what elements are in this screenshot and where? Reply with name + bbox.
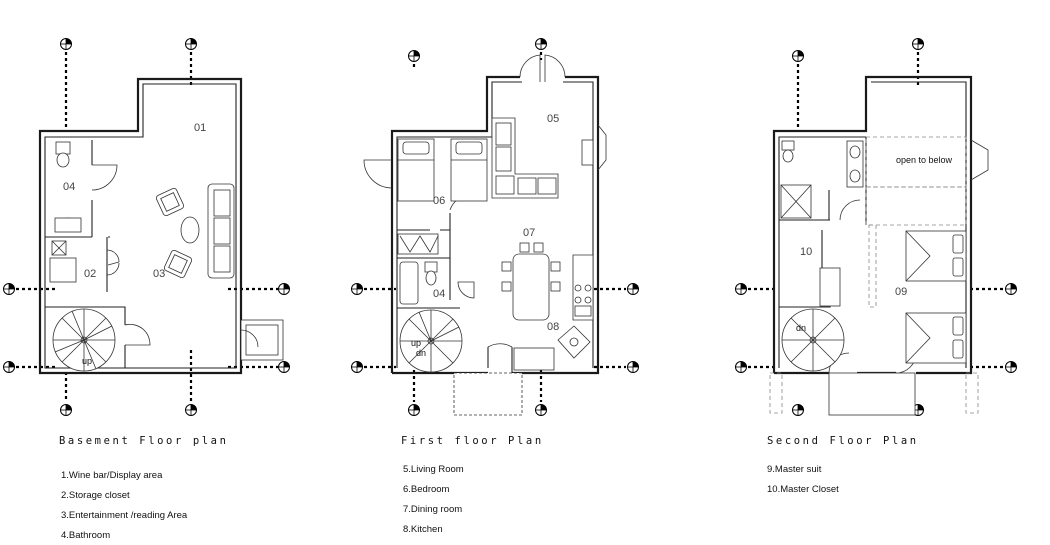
room-number: 07 xyxy=(523,227,535,239)
legend-item: 8.Kitchen xyxy=(403,524,443,535)
basement-doors xyxy=(91,164,259,348)
room-number: 10 xyxy=(800,246,812,258)
legend-item: 4.Bathroom xyxy=(61,530,110,541)
legend-item: 5.Living Room xyxy=(403,464,464,475)
basement-legend: 1.Wine bar/Display area 2.Storage closet… xyxy=(61,470,188,541)
basement-room-numbers: 01 02 03 04 up xyxy=(63,122,206,366)
second-floor-room-numbers: 10 09 open to below dn xyxy=(796,155,953,333)
room-number: 04 xyxy=(63,181,75,193)
stair-label: up xyxy=(82,356,92,366)
first-floor-plan: 05 06 07 04 08 up dn First floor Plan 5.… xyxy=(351,38,639,535)
legend-item: 7.Dining room xyxy=(403,504,462,515)
room-number: 02 xyxy=(84,268,96,280)
room-number: 08 xyxy=(547,321,559,333)
first-floor-legend: 5.Living Room 6.Bedroom 7.Dining room 8.… xyxy=(403,464,464,535)
basement-spiral-stair xyxy=(52,308,116,372)
plan-title: First floor Plan xyxy=(401,435,544,447)
first-floor-furniture xyxy=(397,117,594,373)
room-number: 04 xyxy=(433,288,445,300)
basement-furniture xyxy=(49,141,235,372)
first-floor-spiral-stair xyxy=(399,309,463,373)
second-floor-furniture xyxy=(780,140,967,372)
room-number: 01 xyxy=(194,122,206,134)
second-floor-spiral-stair xyxy=(781,308,845,372)
room-number: 03 xyxy=(153,268,165,280)
room-number: 05 xyxy=(547,113,559,125)
first-floor-grid-bubbles xyxy=(351,38,639,416)
plan-title: Basement Floor plan xyxy=(59,435,229,447)
stair-label: dn xyxy=(796,323,806,333)
open-to-below-note: open to below xyxy=(896,155,953,165)
plan-title: Second Floor Plan xyxy=(767,435,919,447)
second-floor-plan: 10 09 open to below dn Second Floor Plan… xyxy=(735,38,1017,495)
first-floor-room-numbers: 05 06 07 04 08 up dn xyxy=(411,113,559,358)
stair-label: up xyxy=(411,338,421,348)
legend-item: 6.Bedroom xyxy=(403,484,450,495)
room-number: 06 xyxy=(433,195,445,207)
stair-label: dn xyxy=(416,348,426,358)
legend-item: 10.Master Closet xyxy=(767,484,839,495)
legend-item: 1.Wine bar/Display area xyxy=(61,470,163,481)
room-number: 09 xyxy=(895,286,907,298)
legend-item: 9.Master suit xyxy=(767,464,822,475)
second-floor-walls xyxy=(769,75,989,416)
basement-walls xyxy=(38,77,284,375)
second-floor-legend: 9.Master suit 10.Master Closet xyxy=(767,464,839,495)
legend-item: 3.Entertainment /reading Area xyxy=(61,510,188,521)
legend-item: 2.Storage closet xyxy=(61,490,130,501)
basement-plan: 01 02 03 04 up Basement Floor plan 1.Win… xyxy=(3,38,290,541)
